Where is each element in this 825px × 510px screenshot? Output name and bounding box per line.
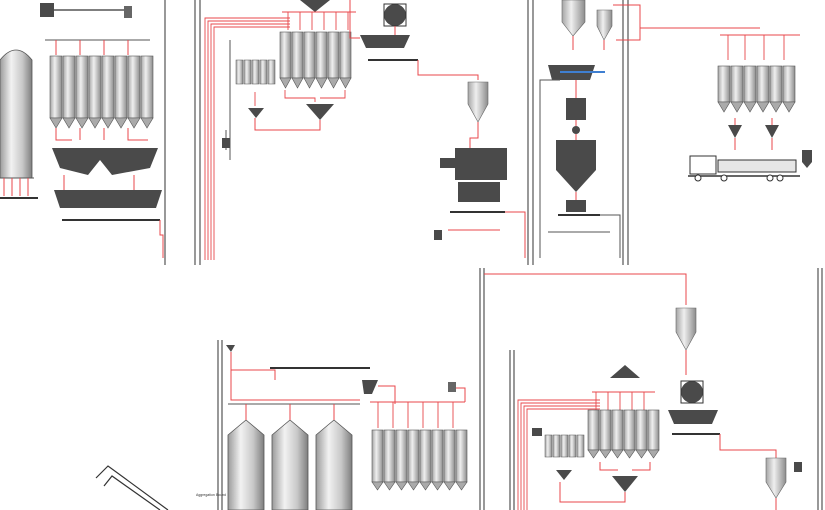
- bin-bank-top-left: [40, 3, 164, 258]
- cyclone-top: [467, 81, 489, 123]
- bin-tops-feed: [45, 39, 150, 55]
- conveyor-diagonal: [95, 465, 169, 510]
- silos-three: [227, 419, 353, 510]
- feed-line-bundle-top: [204, 17, 290, 260]
- silo-group-bottom: Aggregation Bound: [196, 345, 396, 510]
- bins-left: [49, 55, 154, 129]
- bin-bank-bottom-left: [370, 382, 468, 491]
- bottom-right-process: [484, 273, 802, 510]
- truck-icon: [688, 150, 812, 182]
- scale-hopper-center: [306, 104, 334, 120]
- small-bins-center: [235, 59, 276, 85]
- bin-bank-top-right: [640, 27, 800, 150]
- feed-line-bundle-bottom: [517, 399, 600, 510]
- big-silo-group-left: [0, 49, 38, 199]
- process-column-right: [539, 0, 641, 258]
- weigh-hopper-left: [52, 148, 158, 175]
- frame-lines: [164, 0, 823, 510]
- mixer-left: [54, 190, 162, 208]
- cooler-top: [455, 148, 507, 180]
- cyclone-bottom: [675, 307, 697, 351]
- pellet-mill-top: [349, 0, 526, 258]
- aggregation-label: Aggregation Bound: [196, 493, 226, 497]
- bin-bank-top-center: [222, 0, 356, 160]
